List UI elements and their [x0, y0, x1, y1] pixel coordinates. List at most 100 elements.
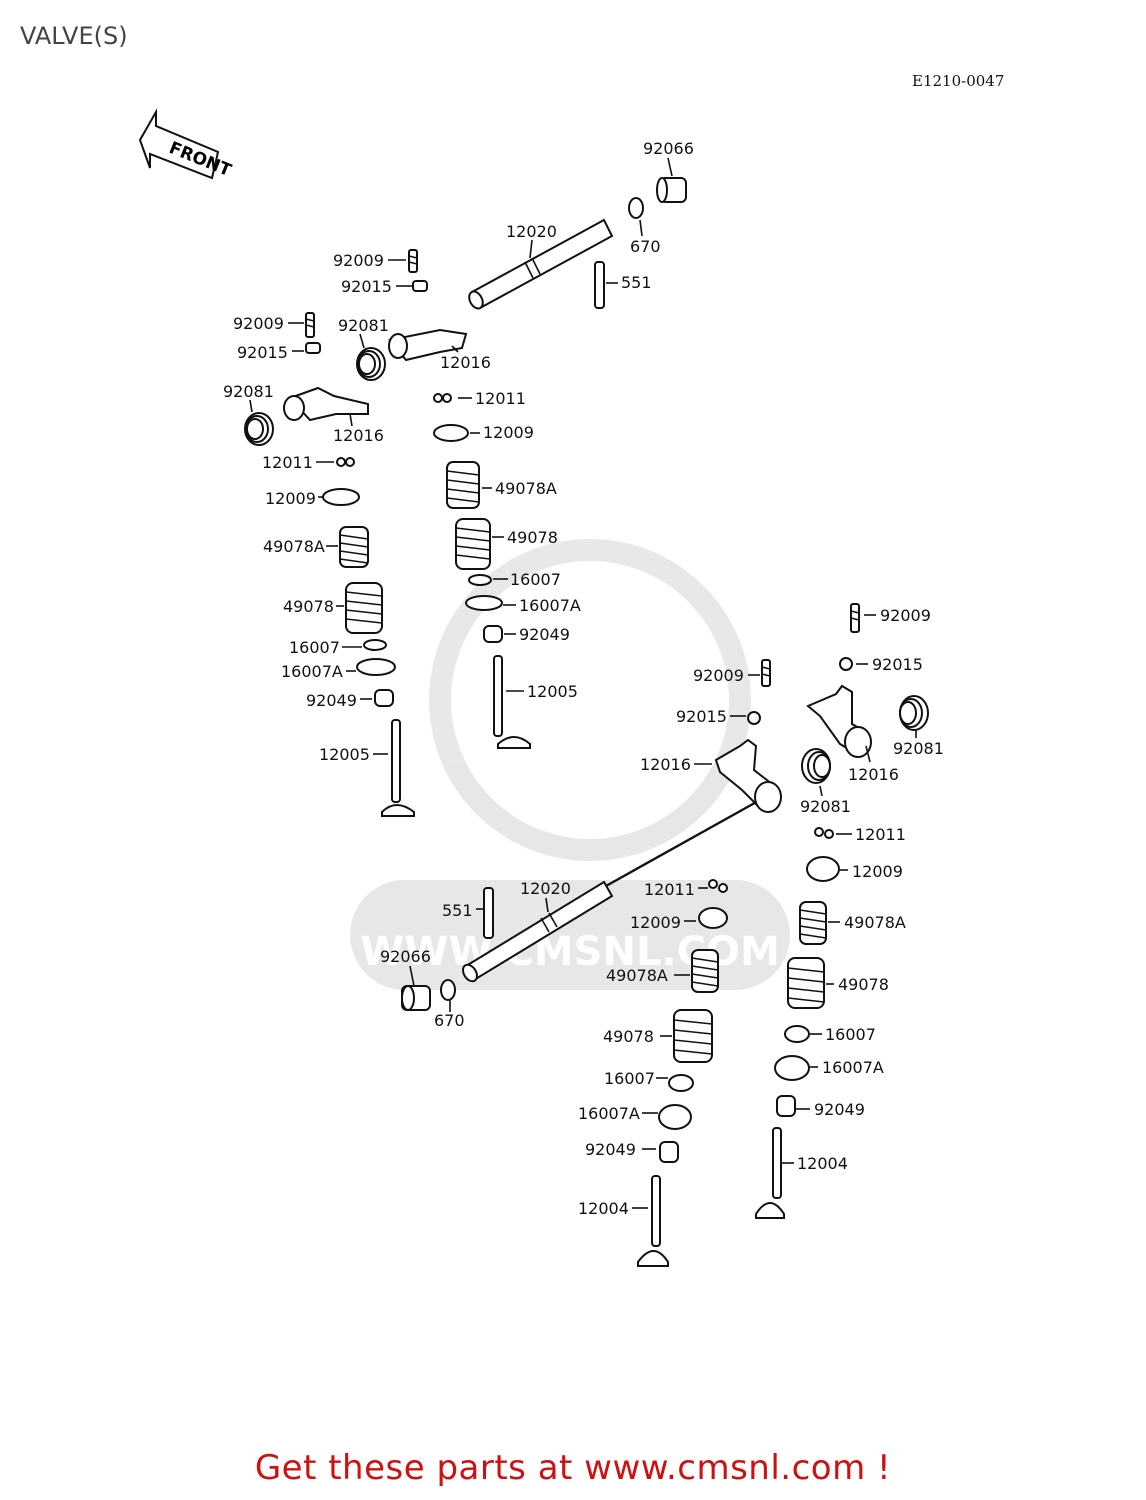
upper-rocker-shaft [468, 218, 614, 310]
lower-rocker-arm-a [714, 738, 782, 813]
part-label: 16007A [281, 662, 343, 681]
part-label: 12011 [855, 825, 906, 844]
cotter-12011-d [708, 879, 728, 893]
seat-16007A-a [356, 658, 396, 676]
part-label: 551 [442, 901, 473, 920]
retainer-12009-c [806, 856, 840, 882]
part-label: 49078A [606, 966, 668, 985]
part-label: 92081 [893, 739, 944, 758]
part-label: 49078A [495, 479, 557, 498]
part-labels: 92066 670 12020 551 92009 92015 92009 92… [223, 139, 944, 1218]
seat-16007A-d [658, 1104, 692, 1130]
seat-16007-c [784, 1025, 810, 1043]
lower-rocker-arm-b [806, 684, 872, 758]
part-label: 12009 [265, 489, 316, 508]
part-label: 92049 [519, 625, 570, 644]
part-label: 12004 [797, 1154, 848, 1173]
part-label: 16007A [578, 1104, 640, 1123]
seal-92049-d [659, 1141, 679, 1163]
spring-49078A-a [339, 526, 369, 568]
part-label: 92009 [693, 666, 744, 685]
cotter-12011-c [814, 827, 834, 839]
cotter-12011-a [336, 457, 355, 467]
diagram-code: E1210-0047 [912, 72, 1005, 90]
retainer-12009-d [698, 907, 728, 929]
part-label: 16007 [604, 1069, 655, 1088]
part-label: 12009 [483, 423, 534, 442]
part-label: 92015 [872, 655, 923, 674]
lower-oring-670 [440, 979, 456, 1001]
spring-49078-a [345, 582, 383, 634]
lower-pin-551 [483, 887, 494, 939]
part-label: 92049 [585, 1140, 636, 1159]
part-label: 16007 [510, 570, 561, 589]
part-label: 92015 [237, 343, 288, 362]
part-label: 12016 [440, 353, 491, 372]
part-label: 92049 [814, 1100, 865, 1119]
upper-oring-670 [628, 197, 644, 219]
spring-49078A-d [691, 949, 719, 993]
valve-12005-a [381, 719, 415, 817]
part-label: 12016 [640, 755, 691, 774]
part-label: 92049 [306, 691, 357, 710]
seat-16007A-c [774, 1055, 810, 1081]
lower-adjuster-screw-a [761, 659, 771, 687]
seal-92049-c [776, 1095, 796, 1117]
part-label: 49078 [838, 975, 889, 994]
part-label: 92066 [380, 947, 431, 966]
part-label: 670 [630, 237, 661, 256]
part-label: 92009 [880, 606, 931, 625]
part-label: 92015 [341, 277, 392, 296]
cotter-12011-b [433, 393, 452, 403]
part-label: 670 [434, 1011, 465, 1030]
part-label: 49078 [283, 597, 334, 616]
lower-spring-92081-b [801, 748, 831, 784]
lower-nut-a [747, 711, 761, 725]
part-label: 12011 [262, 453, 313, 472]
part-label: 92066 [643, 139, 694, 158]
leader-lines [249, 157, 917, 1209]
part-label: 12020 [506, 222, 557, 241]
seat-16007-a [363, 639, 387, 651]
lower-cap-92066 [401, 985, 431, 1011]
part-label: 16007A [822, 1058, 884, 1077]
upper-rocker-arm-b [283, 386, 369, 422]
page-title: VALVE(S) [20, 22, 128, 50]
part-label: 12004 [578, 1199, 629, 1218]
seal-92049-b [483, 625, 503, 643]
spring-49078-b [455, 518, 491, 570]
part-label: 49078A [263, 537, 325, 556]
seat-16007A-b [465, 595, 503, 611]
upper-cap-92066 [656, 177, 687, 203]
part-label: 551 [621, 273, 652, 292]
part-label: 12011 [644, 880, 695, 899]
part-label: 16007 [289, 638, 340, 657]
part-label: 92009 [233, 314, 284, 333]
part-label: 49078 [507, 528, 558, 547]
valve-12004-b [755, 1127, 785, 1219]
part-label: 12009 [852, 862, 903, 881]
upper-rocker-arm-a [388, 328, 468, 362]
valve-12005-b [493, 655, 531, 749]
part-label: 49078 [603, 1027, 654, 1046]
lower-spring-92081-a [899, 695, 929, 731]
spring-49078-c [787, 957, 825, 1009]
spring-49078-d [673, 1009, 713, 1063]
front-arrow-icon: FRONT [138, 108, 234, 181]
upper-nut-a [412, 280, 428, 292]
part-label: 16007A [519, 596, 581, 615]
part-label: 12009 [630, 913, 681, 932]
part-label: 92081 [338, 316, 389, 335]
part-label: 12005 [319, 745, 370, 764]
part-label: 92081 [223, 382, 274, 401]
lower-nut-b [839, 657, 853, 671]
part-label: 92009 [333, 251, 384, 270]
seal-92049-a [374, 689, 394, 707]
footer-link[interactable]: Get these parts at www.cmsnl.com ! [254, 1448, 892, 1488]
upper-spring-92081-a [356, 347, 386, 381]
upper-spring-92081-b [244, 412, 274, 446]
part-label: 12020 [520, 879, 571, 898]
spring-49078A-c [799, 901, 827, 945]
upper-adjuster-screw-a [408, 249, 418, 273]
